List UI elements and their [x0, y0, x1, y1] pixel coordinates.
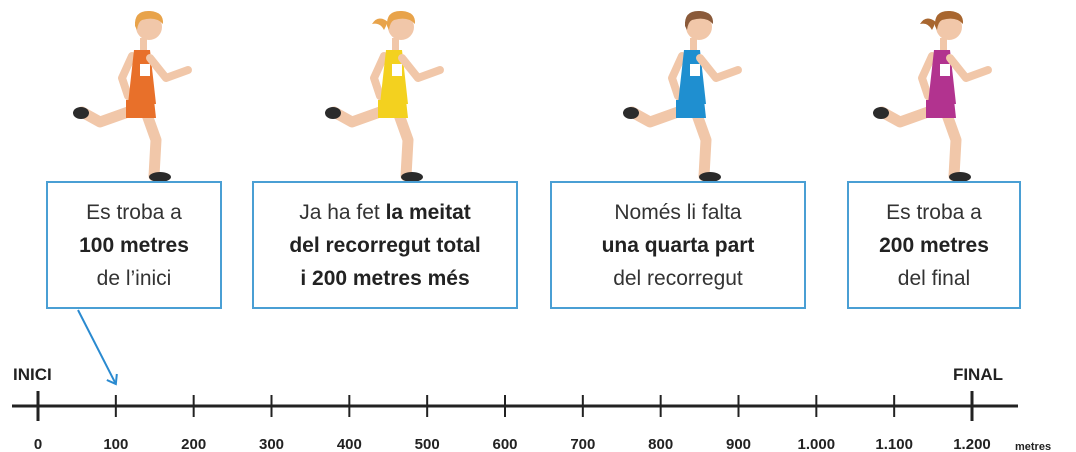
shirt [380, 50, 408, 104]
neck [690, 38, 697, 50]
shirt [128, 50, 156, 104]
hair [134, 10, 164, 30]
front-arm [696, 54, 742, 82]
hair [684, 10, 714, 30]
box-text-bold: 100 metres [79, 233, 189, 257]
bib [140, 64, 150, 76]
back-arm [370, 52, 388, 100]
bib [690, 64, 700, 76]
head [388, 14, 414, 40]
head [686, 14, 712, 40]
back-shoe [873, 107, 889, 119]
info-box-yellow: Ja ha fet la meitat del recorregut total i… [252, 181, 518, 309]
info-box-orange: Es troba a 100 metres de l’inici [46, 181, 222, 309]
runner-magenta [870, 0, 1000, 190]
front-arm [946, 54, 992, 82]
box-text: del final [897, 266, 971, 290]
front-arm [398, 54, 444, 82]
front-shoe [699, 172, 721, 182]
front-leg [940, 106, 962, 182]
front-shoe [401, 172, 423, 182]
box-text-bold: 200 metres [879, 233, 989, 257]
back-shoe [623, 107, 639, 119]
shorts [126, 100, 156, 118]
bib [940, 64, 950, 76]
tick-label: 600 [492, 436, 517, 452]
shorts [676, 100, 706, 118]
head [936, 14, 962, 40]
tick-label: 500 [415, 436, 440, 452]
start-label: INICI [13, 365, 52, 384]
head [136, 14, 162, 40]
box-line: Només li falta [614, 196, 741, 229]
box-text: del recorregut [613, 266, 743, 290]
box-line: del recorregut total [289, 229, 480, 262]
front-arm [146, 54, 192, 82]
box-text: Només li falta [614, 200, 742, 224]
runner-orange [70, 0, 200, 190]
hair [934, 10, 964, 30]
tick-label: 300 [259, 436, 284, 452]
box-line: i 200 metres més [300, 262, 469, 295]
bib [392, 64, 402, 76]
back-shoe [325, 107, 341, 119]
front-shoe [949, 172, 971, 182]
tick-label: 0 [34, 436, 42, 452]
ponytail [920, 18, 936, 30]
unit-label: metres [1015, 441, 1051, 452]
runner-blue [620, 0, 750, 190]
box-line: del recorregut [613, 262, 743, 295]
box-line: del final [898, 262, 970, 295]
shirt [678, 50, 706, 104]
box-line: 100 metres [79, 229, 189, 262]
end-label: FINAL [953, 365, 1003, 384]
distance-track: INICI FINAL 0 100 200 300 400 500 600 700 800 900… [0, 355, 1076, 452]
box-line: Es troba a [886, 196, 982, 229]
tick-label: 100 [103, 436, 128, 452]
shirt [928, 50, 956, 104]
tick-label: 700 [570, 436, 595, 452]
box-text-bold: i 200 metres més [300, 266, 470, 290]
runner-yellow [322, 0, 452, 190]
box-text: de l’inici [96, 266, 172, 290]
back-arm [668, 52, 686, 100]
box-line: una quarta part [602, 229, 755, 262]
neck [940, 38, 947, 50]
front-leg [690, 106, 712, 182]
info-box-blue: Només li falta una quarta part del recorre… [550, 181, 806, 309]
back-shoe [73, 107, 89, 119]
front-shoe [149, 172, 171, 182]
tick-label: 1.200 [953, 436, 991, 452]
ponytail [372, 18, 388, 30]
back-arm [918, 52, 936, 100]
back-arm [118, 52, 136, 100]
neck [392, 38, 399, 50]
shorts [926, 100, 956, 118]
tick-label: 1.000 [798, 436, 836, 452]
shorts [378, 100, 408, 118]
box-text: Es troba a [86, 200, 182, 224]
tick-label: 1.100 [875, 436, 913, 452]
box-text: Ja ha fet [299, 200, 386, 224]
tick-label: 900 [726, 436, 751, 452]
box-line: 200 metres [879, 229, 989, 262]
tick-label: 800 [648, 436, 673, 452]
info-box-magenta: Es troba a 200 metres del final [847, 181, 1021, 309]
box-text-bold: una quarta part [601, 233, 755, 257]
box-line: Es troba a [86, 196, 182, 229]
box-line: Ja ha fet la meitat [299, 196, 471, 229]
box-text-bold: del recorregut total [289, 233, 481, 257]
box-text-bold: la meitat [385, 200, 471, 224]
tick-label: 200 [181, 436, 206, 452]
tick-label: 400 [337, 436, 362, 452]
neck [140, 38, 147, 50]
hair [386, 10, 416, 30]
front-leg [140, 106, 162, 182]
box-line: de l’inici [97, 262, 172, 295]
front-leg [392, 106, 414, 182]
box-text: Es troba a [886, 200, 982, 224]
